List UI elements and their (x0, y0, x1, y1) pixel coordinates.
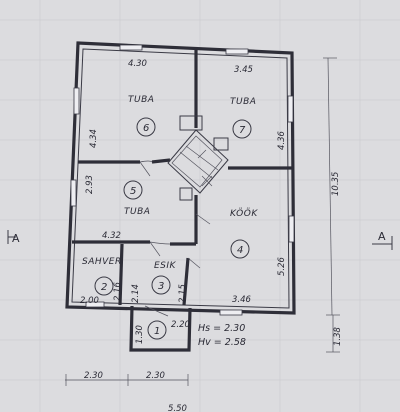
height-hv: Hv = 2.58 (198, 337, 246, 348)
dimension-lines (65, 57, 340, 386)
bottom-dim-left: 2.30 (84, 371, 103, 381)
sahver-width: 2.00 (80, 296, 99, 306)
window-left-5 (70, 179, 77, 207)
window-top-6 (119, 44, 143, 51)
stove-block (167, 115, 229, 201)
window-right-7 (287, 95, 294, 123)
tuba7-width: 3.45 (234, 65, 253, 75)
tuba5-name: TUBA (124, 207, 150, 217)
section-mark-left: A (12, 232, 20, 245)
tuba6-number: 6 (143, 123, 149, 134)
height-hs: Hs = 2.30 (198, 323, 245, 334)
kook-width: 3.46 (232, 295, 252, 305)
tuba7-name: TUBA (230, 97, 256, 107)
kook-number: 4 (237, 245, 243, 256)
section-mark-right: A (378, 230, 386, 243)
sahver-number: 2 (101, 282, 107, 293)
window-right-4 (288, 215, 295, 243)
window-left-6 (73, 87, 80, 115)
bottom-dim-right: 2.30 (146, 371, 165, 381)
tuba5-depth: 2.93 (85, 175, 95, 194)
bottom-dim-partial: 5.50 (168, 404, 187, 412)
kook-depth: 5.26 (277, 256, 287, 276)
esik-name: ESIK (154, 261, 177, 271)
entry-height: 1.38 (333, 326, 343, 346)
room-number-circles (94, 117, 252, 340)
esik-width: 2.14 (131, 284, 141, 303)
sahver-depth: 2.16 (113, 281, 123, 301)
window-bottom-4 (219, 309, 243, 316)
interior-walls (72, 50, 292, 352)
kook-name: KÖÖK (230, 208, 258, 219)
section-markers (7, 230, 393, 250)
window-bottom-2 (85, 301, 105, 308)
tuba6-width: 4.30 (128, 59, 147, 69)
tuba5-number: 5 (130, 186, 136, 197)
entry-width: 2.20 (171, 320, 190, 330)
tuba6-name: TUBA (128, 95, 154, 105)
overall-height: 10.35 (331, 172, 341, 196)
tuba7-number: 7 (239, 125, 246, 136)
esik-depth: 2.15 (178, 284, 188, 303)
entry-depth: 1.30 (135, 325, 145, 344)
tuba5-width: 4.32 (102, 231, 121, 241)
window-top-7 (225, 48, 249, 55)
doors (139, 160, 211, 317)
labels: 4.30 TUBA 6 4.34 3.45 TUBA 7 4.36 2.93 5… (12, 59, 386, 412)
sahver-name: SAHVER (82, 257, 122, 267)
tuba7-depth: 4.36 (277, 130, 287, 150)
tuba6-depth: 4.34 (89, 129, 99, 148)
outer-walls (65, 41, 296, 315)
windows (70, 44, 295, 316)
entry-number: 1 (154, 326, 160, 337)
esik-number: 3 (158, 281, 164, 292)
